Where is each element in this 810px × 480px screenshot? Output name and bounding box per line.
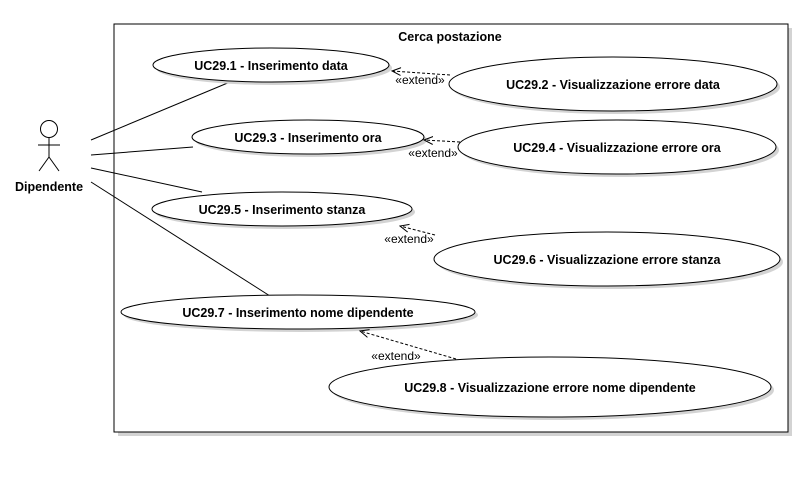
actor-left-leg [38,156,50,172]
use-case-label: UC29.4 - Visualizzazione errore ora [513,141,722,155]
extend-arrow [424,140,461,142]
association-uc3 [90,146,194,156]
extend-uc8-uc7: «extend» [360,331,457,363]
use-case-uc3[interactable]: UC29.3 - Inserimento ora [191,119,427,157]
use-case-label: UC29.3 - Inserimento ora [234,131,382,145]
system-title: Cerca postazione [398,30,502,44]
actor-dipendente[interactable]: Dipendente [15,120,83,195]
use-case-uc1[interactable]: UC29.1 - Inserimento data [152,47,392,85]
use-case-uc5[interactable]: UC29.5 - Inserimento stanza [151,191,415,229]
use-case-label: UC29.8 - Visualizzazione errore nome dip… [404,381,696,395]
use-case-uc4[interactable]: UC29.4 - Visualizzazione errore ora [457,119,779,177]
association-uc7 [90,181,271,297]
extend-arrow [400,226,436,236]
use-case-label: UC29.7 - Inserimento nome dipendente [182,306,413,320]
association-uc1 [90,81,231,141]
use-case-label: UC29.5 - Inserimento stanza [199,203,367,217]
extend-label: «extend» [408,146,458,160]
extend-uc2-uc1: «extend» [392,71,451,87]
actor-right-leg [48,156,60,172]
extend-label: «extend» [395,73,445,87]
use-case-uc7[interactable]: UC29.7 - Inserimento nome dipendente [120,294,478,332]
use-case-label: UC29.6 - Visualizzazione errore stanza [494,253,722,267]
use-case-uc6[interactable]: UC29.6 - Visualizzazione errore stanza [433,231,783,289]
extend-uc6-uc5: «extend» [384,226,436,246]
actor-name: Dipendente [15,180,83,194]
associations [90,81,271,297]
use-case-label: UC29.2 - Visualizzazione errore data [506,78,721,92]
actor-head [40,120,58,138]
use-case-uc8[interactable]: UC29.8 - Visualizzazione errore nome dip… [328,356,774,420]
extend-uc4-uc3: «extend» [408,140,461,160]
association-uc5 [90,167,203,193]
use-case-uc2[interactable]: UC29.2 - Visualizzazione errore data [448,56,780,114]
extend-label: «extend» [371,349,421,363]
use-case-label: UC29.1 - Inserimento data [194,59,349,73]
extend-arrow [360,331,457,360]
extend-label: «extend» [384,232,434,246]
